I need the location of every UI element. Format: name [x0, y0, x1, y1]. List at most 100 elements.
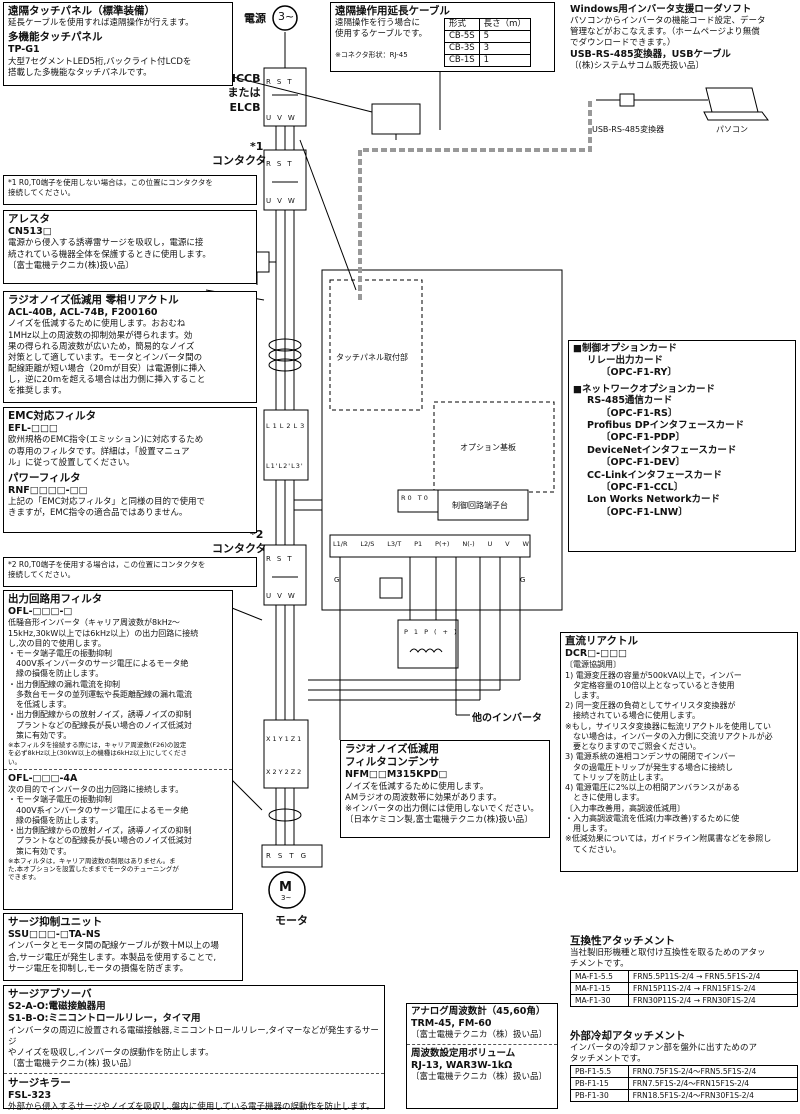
note2-box: *2 R0,T0端子を使用する場合は，この位置にコンタクタを 接続してください。 [3, 557, 257, 587]
analog-model: TRM-45, FM-60 [411, 1017, 492, 1029]
contactor1-mark: *1 [250, 140, 264, 153]
network-card-list: RS-485通信カード 〔OPC-F1-RS〕 Profibus DPインタフェ… [573, 395, 791, 518]
absorber-desc: インバータの周辺に設置される電磁接触器,ミニコントロールリレー,タイマーなどが発… [8, 1025, 379, 1058]
nfm-model: NFM□□M315KPD□ [345, 769, 448, 781]
list-item: 〔OPC-F1-PDP〕 [601, 432, 686, 444]
compat-title: 互換性アタッチメント [570, 935, 675, 947]
absorber-dist: 〔富士電機テクニカ(株) 扱い品〕 [8, 1058, 137, 1069]
surge-absorber-box: サージアブソーバ S2-A-O:電磁接触器用 S1-B-O:ミニコントロールリレ… [3, 985, 385, 1112]
volume-model: RJ-13, WAR3W-1kΩ [411, 1060, 513, 1072]
other-inverter-label: 他のインバータ [472, 713, 542, 724]
multi-panel-desc: 大型7セグメントLED5桁,バックライト付LCDを 搭載した多機能なタッチパネル… [8, 56, 192, 78]
emc-title: EMC対応フィルタ [8, 410, 97, 422]
loader-box: Windows用インバータ支援ローダソフト パソコンからインバータの機能コード設… [566, 2, 798, 84]
multi-panel-model: TP-G1 [8, 44, 40, 56]
volume-dist: 〔富士電機テクニカ（株）扱い品〕 [411, 1072, 548, 1083]
zero-phase-reactor-box: ラジオノイズ低減用 零相リアクトル ACL-40B, ACL-74B, F200… [3, 291, 257, 403]
dcr-terminals: P1P(+) [404, 628, 463, 636]
note1-box: *1 R0,T0端子を使用しない場合は，この位置にコンタクタを 接続してください… [3, 175, 257, 205]
cooling-title: 外部冷却アタッチメント [570, 1030, 686, 1042]
surge-unit-box: サージ抑制ユニット SSU□□□-□TA-NS インバータとモータ間の配線ケーブ… [3, 913, 243, 981]
motor-sub: 3~ [281, 894, 292, 902]
absorber-model-s2: S2-A-O:電磁接触器用 [8, 1001, 106, 1013]
relay-card-model: 〔OPC-F1-RY〕 [601, 367, 677, 379]
motor-label: モータ [275, 914, 308, 927]
mccb-label: MCCB または ELCB [225, 72, 261, 114]
list-item: 〔OPC-F1-DEV〕 [601, 457, 685, 469]
power-filter-title: パワーフィルタ [8, 471, 81, 484]
option-card-box: ■制御オプションカード リレー出力カード 〔OPC-F1-RY〕 ■ネットワーク… [568, 340, 796, 552]
ofl-input-terminals: X1Y1Z1 [266, 735, 304, 743]
compat-desc: 当社製旧形機種と取付け互換性を取るためのアタッ チメントです。 [570, 948, 766, 970]
list-item: RS-485通信カード [587, 395, 673, 407]
ofl4a-desc: 次の目的でインバータの出力回路に接続します。 [8, 785, 184, 795]
compat-box: 互換性アタッチメント 当社製旧形機種と取付け互換性を取るためのアタッ チメントで… [569, 935, 798, 1015]
contactor2-output-terminals: UVW [266, 592, 301, 600]
remote-panel-desc: 延長ケーブルを使用すれば遠隔操作が行えます。 [8, 18, 194, 29]
panel-mount-label: タッチパネル取付部 [336, 353, 408, 362]
emc-model: EFL-□□□ [8, 423, 58, 435]
motor-terminals: RSTG [266, 852, 314, 860]
option-board-label: オプション基板 [460, 443, 516, 452]
list-item: Profibus DPインタフェースカード [587, 420, 745, 432]
motor-symbol: M [279, 880, 292, 895]
power-filter-model: RNF□□□□-□□ [8, 484, 88, 496]
surge-killer-title: サージキラー [8, 1077, 71, 1089]
ssu-desc: インバータとモータ間の配線ケーブルが数十M以上の場 合,サージ電圧が発生します。… [8, 941, 219, 974]
note2-text: *2 R0,T0端子を使用する場合は，この位置にコンタクタを 接続してください。 [8, 560, 206, 579]
ofl4a-note: ※本フィルタは，キャリア周波数の制限はありません。ま た,本オプションを設置した… [8, 856, 179, 882]
pc-label: パソコン [716, 125, 748, 134]
absorber-title: サージアブソーバ [8, 988, 92, 1000]
dc-reactor-box: 直流リアクトル DCR□-□□□ 〔電源協調用〕 1) 電源変圧器の容量が500… [560, 632, 798, 872]
cooling-box: 外部冷却アタッチメント インバータの冷却ファン部を盤外に出すためのア タッチメン… [570, 1030, 799, 1110]
reactor-model: ACL-40B, ACL-74B, F200160 [8, 307, 158, 319]
mccb-output-terminals: UVW [266, 114, 301, 122]
note1-text: *1 R0,T0端子を使用しない場合は，この位置にコンタクタを 接続してください… [8, 178, 213, 197]
arrester-dist: 〔富士電機テクニカ(株)扱い品〕 [8, 260, 134, 271]
list-item: DeviceNetインタフェースカード [587, 444, 737, 456]
ext-cable-note: ※コネクタ形状：RJ-45 [335, 51, 408, 59]
contactor2-input-terminals: RST [266, 555, 298, 563]
ext-cable-box: 遠隔操作用延長ケーブル 遠隔操作を行う場合に 使用するケーブルです。 ※コネクタ… [330, 2, 555, 72]
ext-cable-head-model: 形式 [444, 17, 480, 32]
contactor1-output-terminals: UVW [266, 197, 301, 205]
surge-killer-desc: 外部から侵入するサージやノイズを吸収し,盤内に使用している電子機器の誤動作を防止… [8, 1102, 375, 1113]
loader-title: Windows用インバータ支援ローダソフト [570, 4, 752, 15]
ofl-title: 出力回路用フィルタ [8, 593, 103, 605]
list-item: 〔OPC-F1-CCL〕 [601, 481, 684, 493]
ext-cable-head-length: 長さ（m） [478, 17, 531, 32]
remote-panel-box: 遠隔タッチパネル（標準装備） 延長ケーブルを使用すれば遠隔操作が行えます。 多機… [3, 2, 233, 86]
ground-terminal-out: G [520, 576, 526, 584]
control-option-heading: ■制御オプションカード [573, 343, 677, 354]
network-option-heading: ■ネットワークオプションカード [573, 383, 715, 395]
absorber-model-s1: S1-B-O:ミニコントロールリレー，タイマ用 [8, 1013, 201, 1025]
nfm-desc: ノイズを低減するために使用します。 AMラジオの周波数帯に効果があります。 ※イ… [345, 781, 539, 825]
remote-panel-title: 遠隔タッチパネル（標準装備） [8, 5, 155, 17]
ofl-bullets: ・モータ端子電圧の振動抑制 400V系インバータのサージ電圧によるモータ絶 縁の… [8, 648, 192, 740]
emc-filter-box: EMC対応フィルタ EFL-□□□ 欧州規格のEMC指令(エミッション)に対応す… [3, 407, 257, 533]
reactor-desc: ノイズを低減するために使用します。おおむね 1MHz以上の周波数の抑制効果が得ら… [8, 319, 206, 396]
usb-title: USB-RS-485変換器，USBケーブル [570, 49, 731, 61]
ofl4a-bullets: ・モータ端子電圧の振動抑制 400V系インバータのサージ電圧によるモータ絶 縁の… [8, 795, 192, 856]
nfm-title: ラジオノイズ低減用 フィルタコンデンサ [345, 743, 440, 769]
contactor1-label: コンタクタ [212, 154, 267, 167]
emc-output-terminals: L1'L2'L3' [266, 462, 304, 470]
list-item: 〔OPC-F1-LNW〕 [601, 506, 688, 518]
arrester-desc: 電源から侵入する誘導雷サージを吸収し，電源に接 続されている機器全体を保護すると… [8, 238, 211, 260]
control-block-label: 制御回路端子台 [452, 501, 508, 510]
loader-desc: パソコンからインバータの機能コード設定、データ 管理などがおこなえます。（ホーム… [570, 15, 766, 48]
relay-card-name: リレー出力カード [587, 354, 664, 366]
cooling-desc: インバータの冷却ファン部を盤外に出すためのア タッチメントです。 [570, 1043, 758, 1065]
surge-killer-model: FSL-323 [8, 1090, 52, 1102]
